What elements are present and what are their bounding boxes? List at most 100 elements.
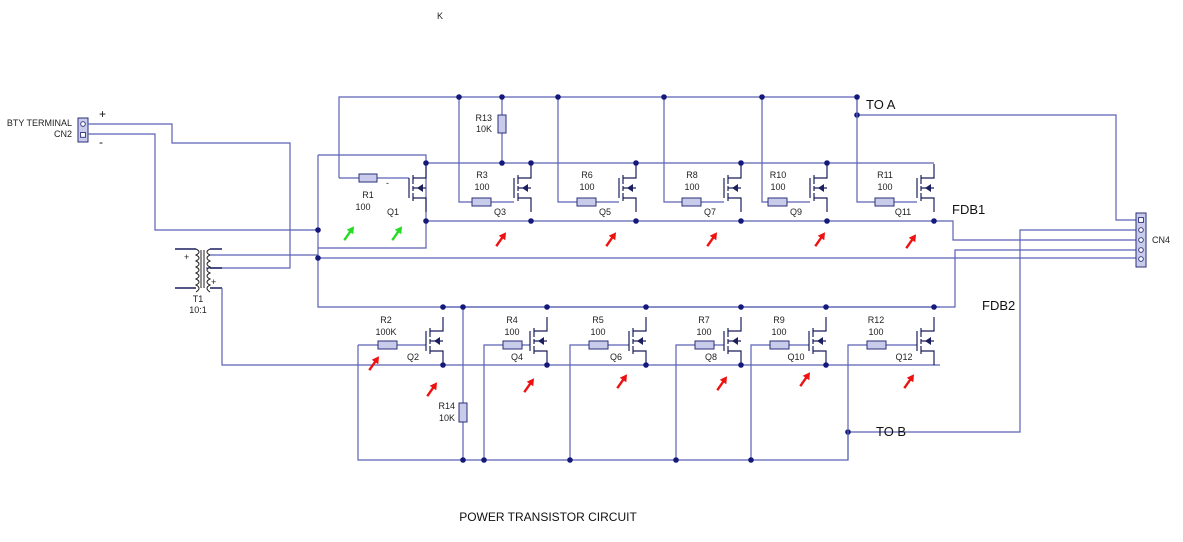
battery-minus: - (99, 135, 103, 149)
red-marker-arrow (616, 374, 628, 389)
transistor-q7[interactable] (723, 163, 742, 213)
resistor-value: 100 (877, 182, 892, 192)
junction (824, 160, 830, 166)
red-marker-arrow (523, 378, 535, 393)
t1-plus-secondary: + (211, 277, 216, 287)
junction (823, 362, 829, 368)
resistor-ref: R3 (476, 170, 488, 180)
resistor-value: 100 (771, 327, 786, 337)
transistor-q2[interactable] (425, 316, 444, 366)
transistor-ref: Q8 (705, 352, 717, 362)
resistor-r13[interactable] (497, 114, 507, 134)
resistor-r14[interactable] (458, 402, 468, 423)
junction (528, 218, 534, 224)
resistor-ref: R10 (770, 170, 787, 180)
resistor-r8[interactable] (681, 197, 702, 207)
resistor-value: 100 (590, 327, 605, 337)
battery-ref: CN2 (54, 129, 72, 139)
resistor-ref: R4 (506, 315, 518, 325)
wire-to-a (857, 114, 1136, 221)
r14-value: 10K (439, 413, 455, 423)
resistor-ref: R6 (581, 170, 593, 180)
diagram-title: POWER TRANSISTOR CIRCUIT (459, 510, 637, 524)
wire-gate (761, 97, 810, 203)
resistor-r10[interactable] (767, 197, 788, 207)
r2-ref: R2 (380, 315, 392, 325)
transistor-q6[interactable] (628, 316, 647, 366)
transistor-q12[interactable] (916, 316, 935, 366)
resistor-r4[interactable] (502, 340, 523, 350)
battery-connector[interactable]: BTY TERMINAL CN2 + - (7, 107, 106, 149)
resistor-r1[interactable] (358, 173, 378, 183)
transistor-ref: Q12 (895, 352, 912, 362)
junction (456, 94, 462, 100)
battery-plus: + (99, 107, 106, 121)
resistor-ref: R12 (868, 315, 885, 325)
green-marker-arrow (391, 226, 403, 241)
red-marker-arrow (905, 234, 917, 249)
resistor-value: 100 (696, 327, 711, 337)
red-marker-arrow (814, 232, 826, 247)
resistor-ref: R7 (698, 315, 710, 325)
junction (854, 94, 860, 100)
transistor-q9[interactable] (809, 163, 828, 213)
t1-plus-primary: + (184, 252, 189, 262)
red-marker-arrow (716, 376, 728, 391)
junction (931, 218, 937, 224)
wire-battery-minus (88, 133, 318, 231)
r13-value: 10K (476, 124, 492, 134)
wire-gate (856, 97, 917, 203)
resistor-r9[interactable] (769, 340, 790, 350)
resistor-ref: R9 (773, 315, 785, 325)
resistor-value: 100 (474, 182, 489, 192)
r1-ref: R1 (362, 190, 374, 200)
wire-bottom-gate-rail (357, 345, 849, 461)
transistor-q3[interactable] (513, 163, 532, 213)
red-marker-arrow (799, 372, 811, 387)
resistor-r12[interactable] (866, 340, 887, 350)
resistor-r6[interactable] (576, 197, 597, 207)
output-connector-cn4[interactable]: CN4 (1135, 212, 1170, 268)
transistor-q5[interactable] (618, 163, 637, 213)
transistor-ref: Q5 (599, 207, 611, 217)
junction (738, 362, 744, 368)
transistor-q10[interactable] (808, 316, 827, 366)
transistor-q4[interactable] (529, 316, 548, 366)
transistor-q8[interactable] (723, 316, 742, 366)
wire-top-rail (338, 96, 858, 178)
stray-label: K (437, 11, 443, 21)
resistor-r2[interactable] (377, 340, 398, 350)
resistor-r3[interactable] (471, 197, 492, 207)
transistor-q1[interactable] (408, 163, 427, 213)
junction (661, 94, 667, 100)
transistor-q11[interactable] (916, 163, 935, 213)
junction (528, 160, 534, 166)
q1-ref: Q1 (387, 207, 399, 217)
q2-ref: Q2 (407, 352, 419, 362)
junction (738, 218, 744, 224)
markers (343, 226, 917, 397)
battery-label: BTY TERMINAL (7, 118, 72, 128)
net-fdb1: FDB1 (952, 202, 985, 217)
resistor-ref: R11 (877, 170, 893, 180)
net-to-a: TO A (866, 97, 896, 112)
transistor-ref: Q9 (790, 207, 802, 217)
red-marker-arrow (605, 232, 617, 247)
r2-value: 100K (375, 327, 396, 337)
resistor-r7[interactable] (694, 340, 715, 350)
resistor-r5[interactable] (588, 340, 609, 350)
resistor-value: 100 (868, 327, 883, 337)
driver-stage-q2: R2 100K Q2 (358, 315, 426, 362)
t1-ratio: 10:1 (189, 305, 207, 315)
wire-driver-box (318, 154, 427, 249)
wire-gate (663, 97, 724, 203)
transistor-ref: Q10 (787, 352, 804, 362)
resistor-r11[interactable] (874, 197, 895, 207)
